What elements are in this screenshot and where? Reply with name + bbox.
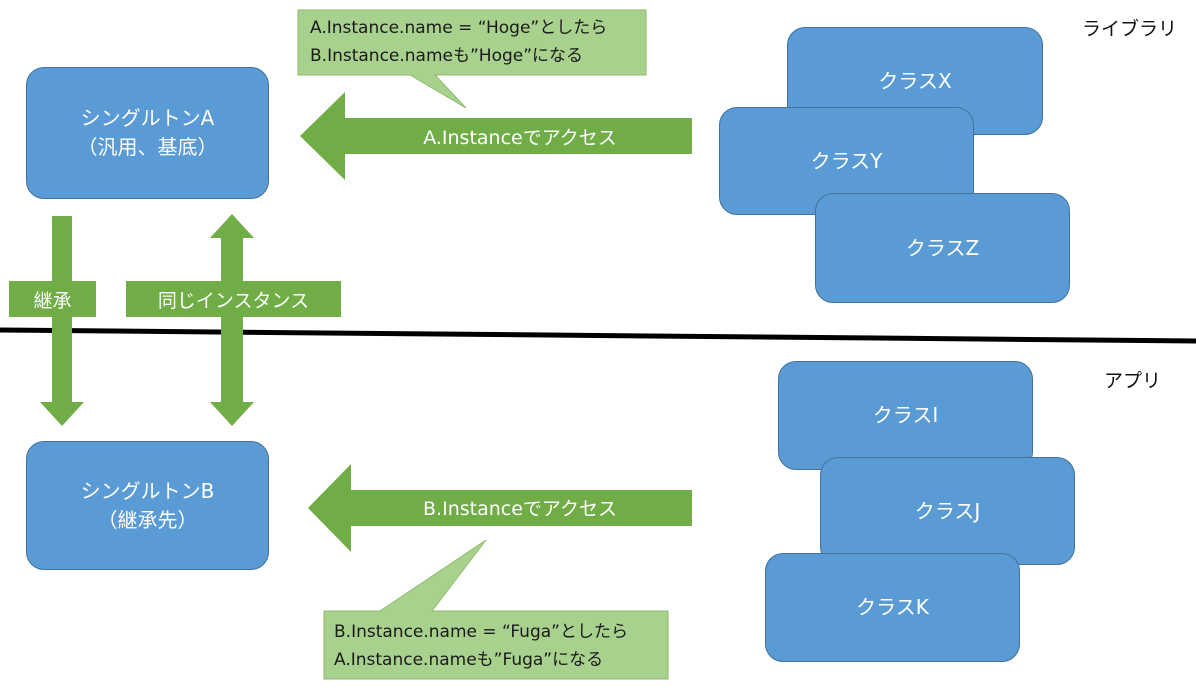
singleton-a-desc: （汎用、基底）	[77, 135, 218, 159]
singleton-b-desc: （継承先）	[97, 507, 198, 532]
class-k-box: クラスK	[765, 553, 1020, 662]
region-library-label: ライブラリ	[1082, 18, 1178, 40]
singleton-b-name: シングルトンB	[80, 478, 215, 503]
divider-line	[0, 327, 1196, 344]
class-z-label: クラスZ	[905, 235, 980, 260]
singleton-a-name: シングルトンA	[80, 106, 215, 130]
class-k-label: クラスK	[856, 595, 929, 619]
singleton-a-box: シングルトンA （汎用、基底）	[26, 67, 269, 199]
callout-bottom-line1: B.Instance.name = “Fuga”としたら	[334, 622, 628, 642]
class-i-label: クラスI	[872, 403, 939, 427]
same-instance-label: 同じインスタンス	[126, 281, 341, 317]
callout-top-line2: B.Instance.nameも”Hoge”になる	[310, 46, 584, 66]
region-app-label: アプリ	[1104, 370, 1162, 392]
class-j-box: クラスJ	[820, 457, 1075, 565]
class-j-label: クラスJ	[914, 498, 981, 523]
callout-top-bubble	[297, 9, 647, 109]
arrow-access-b	[308, 464, 692, 552]
callout-top-line1: A.Instance.name = “Hoge”としたら	[310, 18, 608, 38]
arrow-access-a-label: A.Instanceでアクセス	[423, 127, 617, 149]
callout-bottom-line2: A.Instance.nameも”Fuga”になる	[334, 650, 604, 670]
arrow-inherit	[40, 216, 84, 426]
class-i-box: クラスI	[778, 361, 1033, 470]
callout-top-text: A.Instance.name = “Hoge”としたら B.Instance.…	[310, 14, 607, 70]
class-x-label: クラスX	[878, 68, 952, 93]
callout-bottom-bubble	[323, 539, 669, 680]
class-y-label: クラスY	[810, 148, 883, 173]
arrow-same-instance	[210, 214, 254, 426]
class-z-box: クラスZ	[815, 193, 1070, 303]
arrow-access-b-label: B.Instanceでアクセス	[423, 498, 617, 520]
arrow-access-a	[300, 92, 692, 180]
callout-bottom-text: B.Instance.name = “Fuga”としたら A.Instance.…	[334, 618, 628, 674]
singleton-b-box: シングルトンB （継承先）	[26, 441, 269, 570]
inherit-label: 継承	[9, 281, 96, 317]
